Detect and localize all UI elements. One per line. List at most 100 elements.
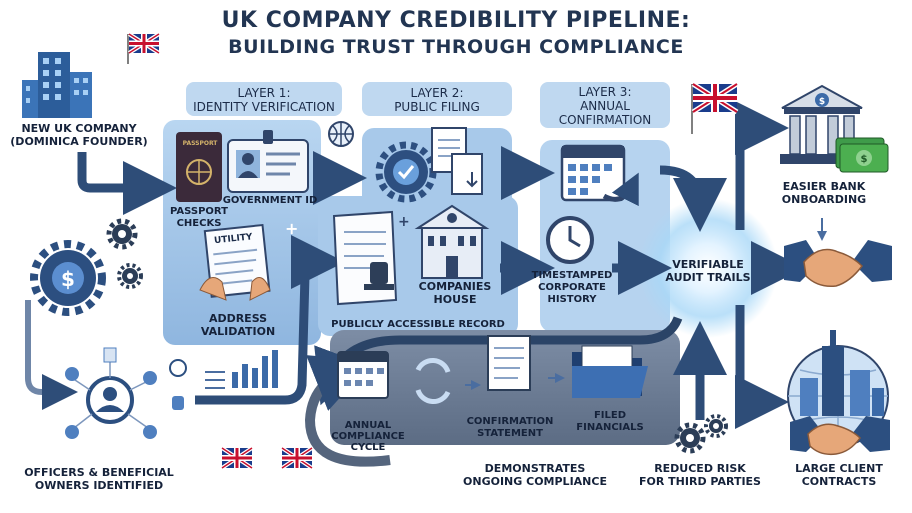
officers-network-icon [65,347,187,439]
uk-flag-icon [280,446,314,470]
annual-line2: COMPLIANCE [331,431,405,442]
start-label: NEW UK COMPANY (DOMINICA FOUNDER) [4,122,154,148]
layer1-header-line1: LAYER 1: [237,86,291,100]
government-id-label: GOVERNMENT ID [222,195,318,206]
timestamped-history-label: TIMESTAMPED CORPORATE HISTORY [526,270,618,306]
public-record-label: PUBLICLY ACCESSIBLE RECORD [331,319,505,330]
data-lines-icon [205,371,225,389]
filed-line2: FINANCIALS [576,422,644,433]
timestamp-line2: CORPORATE [538,282,606,293]
start-label-line1: NEW UK COMPANY [21,122,137,135]
audit-trails-label: VERIFIABLE AUDIT TRAILS [656,258,760,284]
gear-icon [117,263,143,289]
filed-line1: FILED [593,410,627,421]
layer1-header-line2: IDENTITY VERIFICATION [193,100,335,114]
svg-text:$: $ [861,154,868,165]
gear-icon [674,422,706,454]
bank-onboarding-label: EASIER BANK ONBOARDING [774,180,874,206]
audit-trails-line2: AUDIT TRAILS [665,271,751,284]
audit-trail-glow [638,198,778,338]
bank-icon: $ [780,84,864,164]
filed-financials-label: FILED FINANCIALS [570,410,650,434]
certificate-icon [332,210,398,306]
passport-icon [176,132,222,202]
officers-label-line1: OFFICERS & BENEFICIAL [24,466,174,479]
annual-cycle-swoosh [304,355,391,467]
officers-label-line2: OWNERS IDENTIFIED [34,479,164,492]
officers-label: OFFICERS & BENEFICIAL OWNERS IDENTIFIED [4,466,194,492]
layer3-header-line1: LAYER 3: [578,85,632,99]
uk-flag-icon [127,32,161,64]
passport-text: PASSPORT [182,140,218,147]
timestamp-line1: TIMESTAMPED [531,270,613,281]
hub-to-bank-arrow [734,101,789,230]
ongoing-compliance-label: DEMONSTRATES ONGOING COMPLIANCE [440,462,630,488]
timestamp-line3: HISTORY [547,294,597,305]
svg-text:$: $ [819,97,825,107]
plus-icon: + [398,214,410,230]
money-icon: $ [835,137,889,173]
bar-chart-icon [232,350,278,388]
annual-calendar-icon [337,351,389,399]
government-id-icon [227,130,309,193]
gear-icon [704,414,728,438]
passport-checks-label: PASSPORT CHECKS [164,206,234,230]
audit-trails-line1: VERIFIABLE [672,258,744,271]
address-label-line2: VALIDATION [200,325,276,338]
clients-line2: CONTRACTS [801,475,877,488]
dollar-gear-icon: $ [30,240,106,316]
companies-house-icon [414,204,490,279]
gear-icon [106,218,138,250]
layer2-header-line2: PUBLIC FILING [394,100,480,114]
confirmation-document-icon [487,335,531,391]
confirmation-line2: STATEMENT [477,428,543,439]
officers-to-record-arrow [195,235,345,405]
confirmation-statement-label: CONFIRMATION STATEMENT [460,416,560,440]
handshake-icon [790,416,890,456]
uk-flag-icon [691,81,739,134]
uk-flag-icon [220,446,254,470]
layer2-header-line1: LAYER 2: [410,86,464,100]
calendar-to-hub-arrow [659,165,727,232]
companies-house-line2: HOUSE [433,293,477,306]
page-subtitle: BUILDING TRUST THROUGH COMPLIANCE [228,36,684,58]
bank-line1: EASIER BANK [782,180,866,193]
address-label-line1: ADDRESS [208,312,268,325]
confirmation-line1: CONFIRMATION [466,416,554,427]
annual-line1: ANNUAL [344,420,392,431]
passport-label-line1: PASSPORT [169,206,228,217]
companies-house-line1: COMPANIES [418,280,492,293]
risk-line2: FOR THIRD PARTIES [639,475,761,488]
layer3-header-line3: CONFIRMATION [558,113,652,127]
annual-cycle-label: ANNUAL COMPLIANCE CYCLE [330,420,406,453]
building-icon [22,52,92,118]
demonstrates-line1: DEMONSTRATES [484,462,586,475]
bank-line2: ONBOARDING [781,193,867,206]
companies-house-label: COMPANIES HOUSE [410,280,500,306]
calendar-icon [560,144,639,207]
layer2-header: LAYER 2: PUBLIC FILING [362,82,512,116]
large-client-label: LARGE CLIENT CONTRACTS [784,462,894,488]
globe-icon [328,121,354,147]
layer3-header-line2: ANNUAL [580,99,630,113]
passport-label-line2: CHECKS [176,218,222,229]
handshake-icon [784,240,892,288]
layer3-header: LAYER 3: ANNUAL CONFIRMATION [540,82,670,128]
annual-line3: CYCLE [350,442,386,453]
gear-to-officers-arrow [25,300,78,410]
risk-line1: REDUCED RISK [654,462,746,475]
page-title: UK COMPANY CREDIBILITY PIPELINE: [221,8,691,33]
svg-text:$: $ [61,267,75,291]
refresh-icon [415,358,451,404]
start-label-line2: (DOMINICA FOUNDER) [10,135,148,148]
layer1-header: LAYER 1: IDENTITY VERIFICATION [186,82,342,116]
start-to-layer1-arrow [77,152,177,215]
folder-icon [572,345,648,398]
document-icon [451,153,483,195]
reduced-risk-label: REDUCED RISK FOR THIRD PARTIES [630,462,770,488]
clients-line1: LARGE CLIENT [795,462,883,475]
address-validation-label: ADDRESS VALIDATION [188,312,288,338]
utility-bill-icon [199,223,271,301]
clock-icon [546,216,594,264]
